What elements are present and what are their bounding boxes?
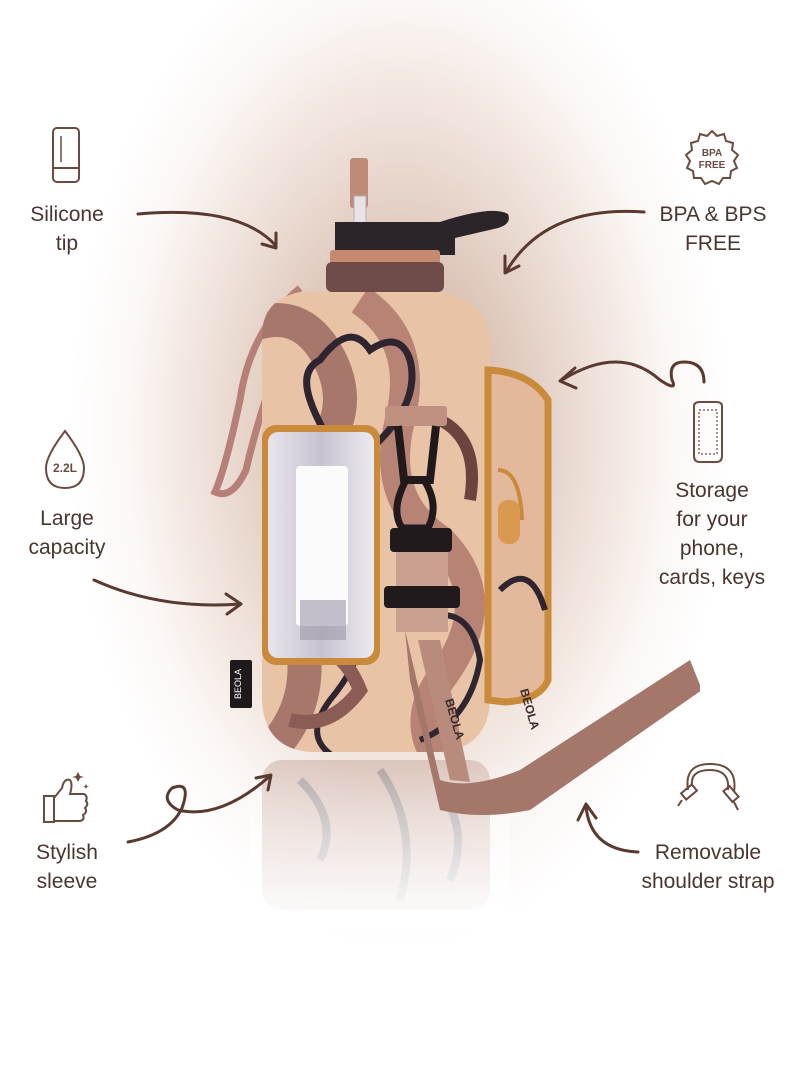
water-bottle-image: BEOLA BEOLA BEOLA: [210, 158, 700, 930]
storage-label: Storage for your phone, cards, keys: [658, 479, 766, 589]
thumbs-up-icon: [43, 772, 89, 823]
bpa-badge-line1: BPA: [702, 148, 722, 159]
arrow-strap: [584, 804, 640, 854]
bpa-free-label: BPA & BPS FREE: [659, 203, 767, 255]
bpa-badge-line2: FREE: [699, 160, 726, 171]
arrow-capacity: [92, 578, 242, 607]
arrow-silicone-tip: [136, 210, 278, 248]
water-drop-icon: 2.2L: [44, 429, 86, 490]
arrow-bpa: [504, 209, 646, 274]
arrow-sleeve: [126, 774, 272, 844]
bpa-free-badge-icon: BPA FREE: [684, 129, 740, 186]
silicone-tip-label: Silicone tip: [30, 203, 104, 255]
large-capacity-label: Large capacity: [28, 507, 106, 559]
shoulder-strap-icon: [677, 762, 740, 811]
phone-pocket-icon: [693, 401, 723, 463]
arrow-storage: [560, 360, 706, 388]
capacity-badge: 2.2L: [53, 461, 77, 475]
brand-tag: BEOLA: [233, 669, 243, 699]
silicone-tip-icon: [52, 127, 80, 183]
shoulder-strap-label: Removable shoulder strap: [641, 841, 775, 893]
stylish-sleeve-label: Stylish sleeve: [36, 841, 98, 893]
